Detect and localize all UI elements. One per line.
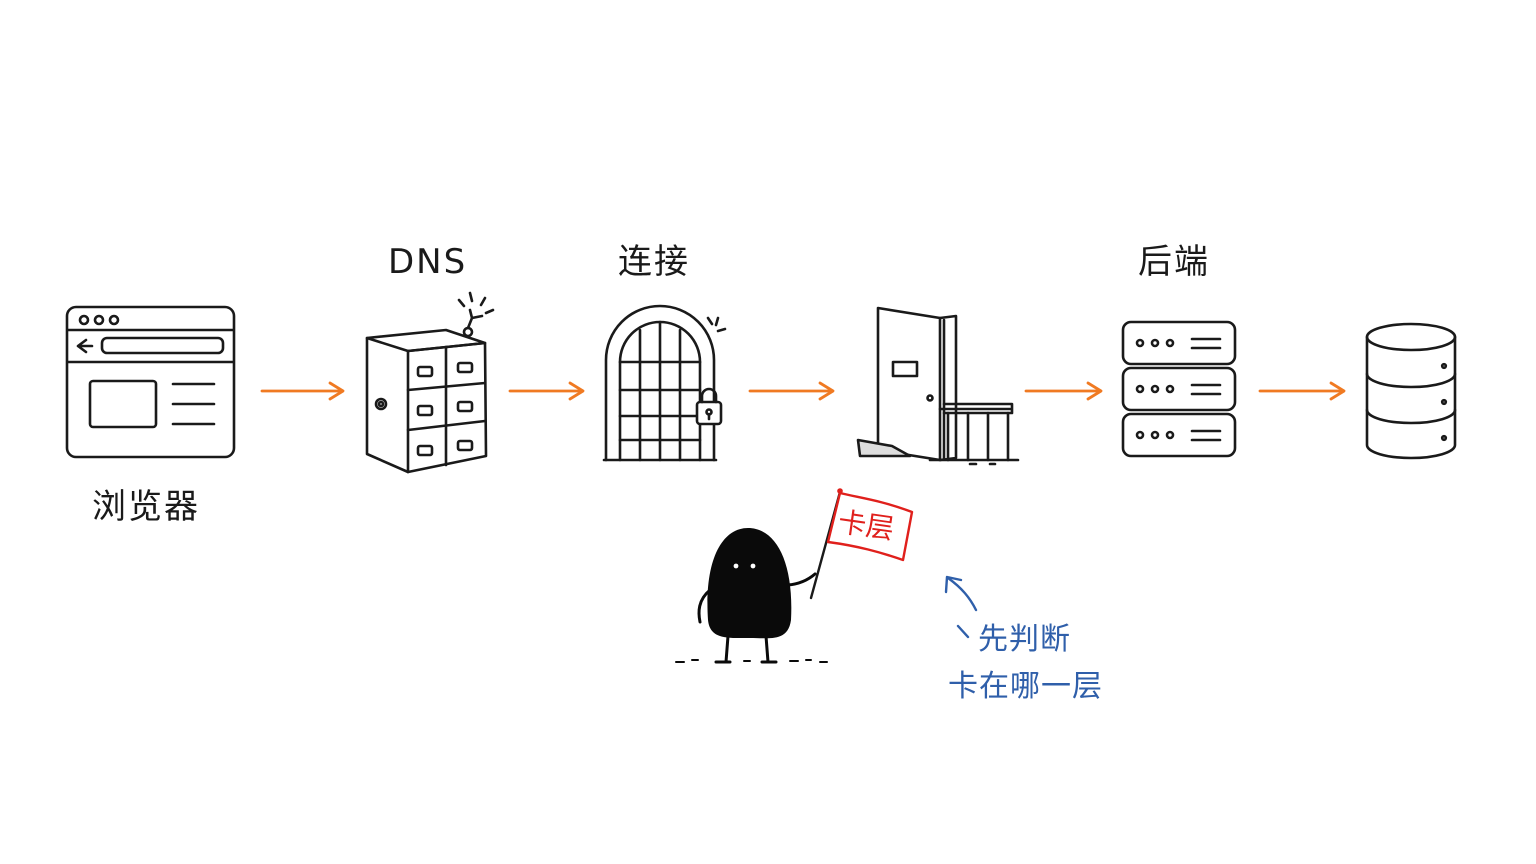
label-dns: DNS bbox=[388, 242, 468, 282]
annotation-line-2: 卡在哪一层 bbox=[948, 669, 1103, 704]
browser-window-icon bbox=[65, 305, 236, 459]
annotation-arrow bbox=[944, 575, 978, 639]
arrow-backend-to-database bbox=[1258, 381, 1346, 401]
flag-icon bbox=[826, 491, 914, 562]
label-connect: 连接 bbox=[618, 242, 690, 282]
flag-label: 卡层 bbox=[836, 505, 897, 546]
arrow-dns-to-connect bbox=[508, 381, 585, 401]
label-backend: 后端 bbox=[1138, 242, 1210, 282]
arrow-door-to-backend bbox=[1024, 381, 1103, 401]
annotation-line-1: 先判断 bbox=[978, 622, 1071, 657]
label-browser: 浏览器 bbox=[92, 487, 200, 527]
arrow-connect-to-door bbox=[748, 381, 835, 401]
arrow-browser-to-dns bbox=[260, 381, 345, 401]
character-with-flag-icon bbox=[675, 488, 914, 664]
filing-cabinet-icon bbox=[365, 291, 495, 474]
gate-lock-icon bbox=[602, 304, 727, 462]
database-icon bbox=[1365, 322, 1457, 460]
door-barrier-icon bbox=[856, 306, 1020, 466]
server-rack-icon bbox=[1121, 320, 1237, 458]
